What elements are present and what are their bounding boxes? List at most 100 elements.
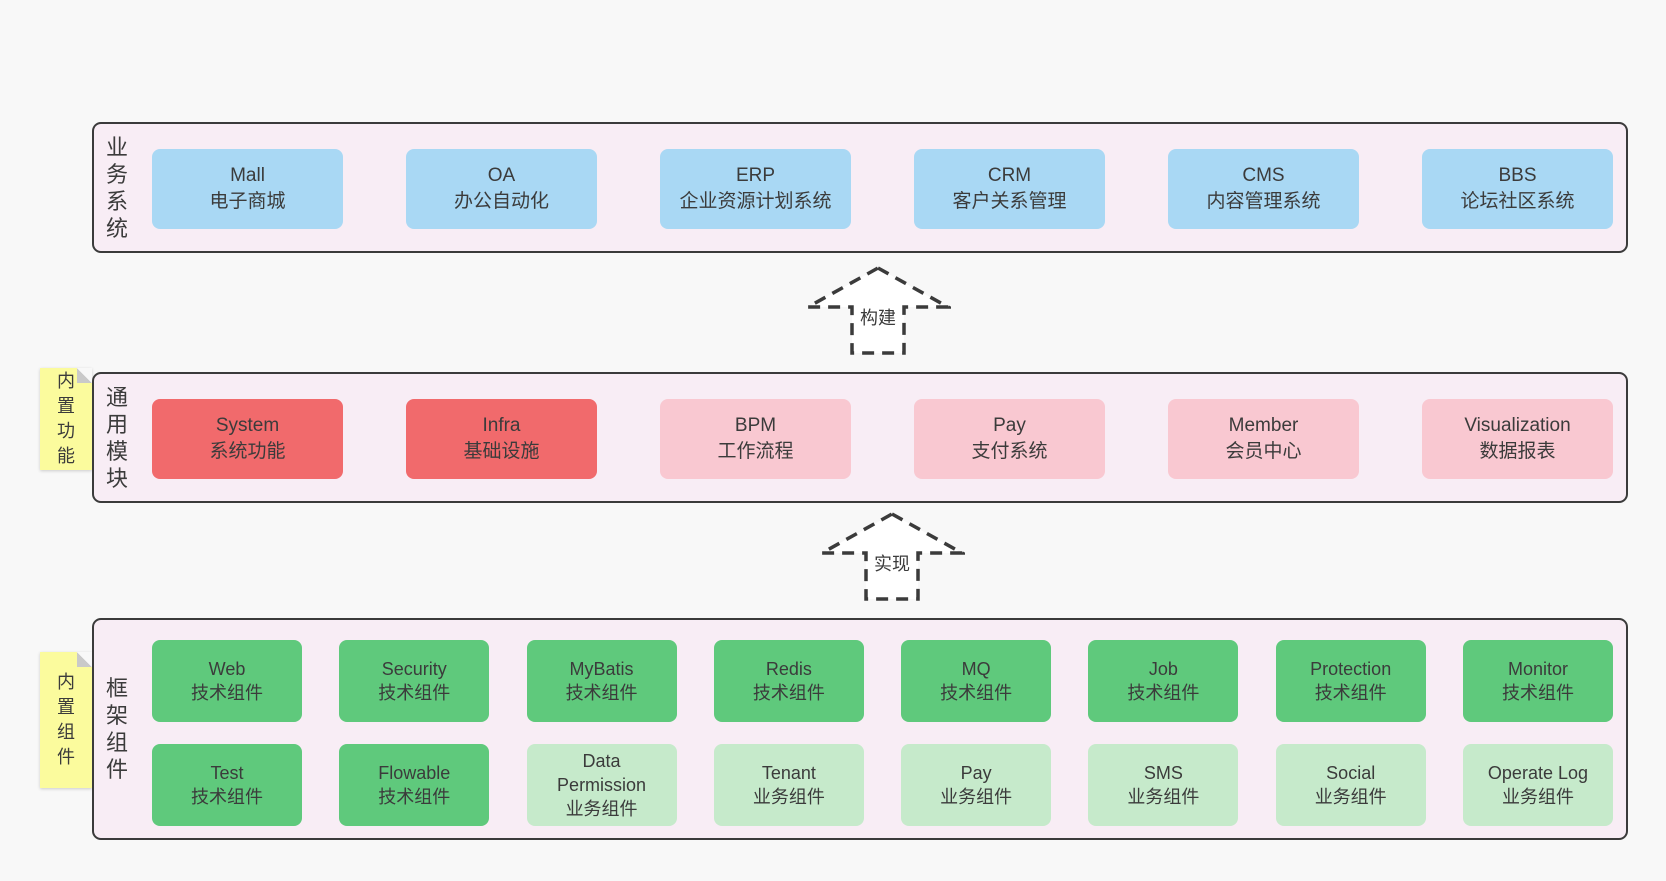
box-job: Job 技术组件 (1088, 640, 1239, 722)
layer-common-modules: 通用模块 System 系统功能 Infra 基础设施 BPM 工作流程 Pay… (92, 372, 1628, 503)
box-name: ERP (735, 165, 776, 186)
box-pay: Pay 支付系统 (914, 399, 1105, 479)
box-desc: 业务组件 (940, 787, 1013, 807)
box-security: Security 技术组件 (339, 640, 490, 722)
box-name: System (215, 415, 280, 436)
box-sms: SMS 业务组件 (1088, 744, 1239, 826)
box-desc: 业务组件 (1501, 787, 1574, 807)
box-name: Web (208, 659, 246, 679)
box-desc: 企业资源计划系统 (679, 191, 832, 212)
box-desc: 内容管理系统 (1206, 191, 1321, 212)
box-test: Test 技术组件 (152, 744, 302, 826)
box-name: Infra (482, 415, 521, 436)
box-desc: 论坛社区系统 (1460, 191, 1575, 212)
box-desc: 支付系统 (971, 441, 1048, 462)
box-data-permission: Data Permission 业务组件 (526, 744, 677, 826)
layer-framework-components: 框架组件 Web 技术组件 Security 技术组件 MyBatis 技术组件… (92, 618, 1628, 840)
box-name: MyBatis (569, 659, 634, 679)
layer-business-systems: 业务系统 Mall 电子商城 OA 办公自动化 ERP 企业资源计划系统 CRM… (92, 122, 1628, 253)
box-name: Pay (960, 763, 992, 783)
box-desc: 技术组件 (1314, 683, 1387, 703)
implement-arrow: 实现 (819, 512, 965, 602)
sticky-note-builtin-components: 内置组件 (40, 652, 92, 788)
box-cms: CMS 内容管理系统 (1168, 149, 1359, 229)
box-desc: 技术组件 (1501, 683, 1574, 703)
box-infra: Infra 基础设施 (406, 399, 597, 479)
box-monitor: Monitor 技术组件 (1462, 640, 1613, 722)
box-name: Member (1228, 415, 1299, 436)
box-protection: Protection 技术组件 (1275, 640, 1426, 722)
box-desc: 办公自动化 (453, 191, 549, 212)
box-name: Redis (765, 659, 812, 679)
box-desc: 技术组件 (565, 683, 638, 703)
box-desc: 技术组件 (191, 683, 263, 703)
box-desc: 电子商城 (209, 191, 286, 212)
box-desc: 客户关系管理 (952, 191, 1067, 212)
build-arrow-label: 构建 (857, 306, 899, 330)
box-name: Flowable (378, 763, 451, 783)
layer-business-label: 业务系统 (105, 134, 128, 241)
box-name: Tenant (761, 763, 816, 783)
box-tenant: Tenant 业务组件 (713, 744, 864, 826)
business-box-row: Mall 电子商城 OA 办公自动化 ERP 企业资源计划系统 CRM 客户关系… (152, 149, 1613, 229)
box-system: System 系统功能 (152, 399, 343, 479)
box-desc: 基础设施 (463, 441, 540, 462)
box-mq: MQ 技术组件 (901, 640, 1052, 722)
box-pay-biz: Pay 业务组件 (901, 744, 1052, 826)
box-name: BBS (1498, 165, 1537, 186)
box-redis: Redis 技术组件 (713, 640, 864, 722)
box-desc: 技术组件 (940, 683, 1013, 703)
box-name: Operate Log (1487, 763, 1588, 783)
box-desc: 会员中心 (1225, 441, 1302, 462)
box-crm: CRM 客户关系管理 (914, 149, 1105, 229)
box-desc: 技术组件 (1127, 683, 1200, 703)
box-bbs: BBS 论坛社区系统 (1422, 149, 1613, 229)
box-name: Pay (993, 415, 1026, 436)
build-arrow: 构建 (805, 266, 951, 356)
box-visualization: Visualization 数据报表 (1422, 399, 1613, 479)
box-name: Protection (1310, 659, 1392, 679)
box-name: Data Permission (557, 751, 647, 795)
sticky-fold-corner-icon (77, 368, 92, 383)
modules-box-row: System 系统功能 Infra 基础设施 BPM 工作流程 Pay 支付系统… (152, 399, 1613, 479)
box-name: CRM (987, 165, 1032, 186)
box-desc: 技术组件 (378, 787, 451, 807)
box-bpm: BPM 工作流程 (660, 399, 851, 479)
box-web: Web 技术组件 (152, 640, 302, 722)
box-name: MQ (961, 659, 991, 679)
box-operate-log: Operate Log 业务组件 (1462, 744, 1613, 826)
box-oa: OA 办公自动化 (406, 149, 597, 229)
box-desc: 工作流程 (717, 441, 794, 462)
box-desc: 业务组件 (1314, 787, 1387, 807)
box-name: BPM (734, 415, 777, 436)
box-desc: 业务组件 (1127, 787, 1200, 807)
sticky-note-builtin-functions: 内置功能 (40, 368, 92, 470)
box-flowable: Flowable 技术组件 (339, 744, 490, 826)
box-desc: 业务组件 (752, 787, 825, 807)
box-mall: Mall 电子商城 (152, 149, 343, 229)
box-name: SMS (1143, 763, 1183, 783)
box-name: Social (1326, 763, 1376, 783)
box-name: Test (210, 763, 244, 783)
box-desc: 系统功能 (209, 441, 286, 462)
implement-arrow-label: 实现 (871, 552, 913, 576)
components-box-row-1: Web 技术组件 Security 技术组件 MyBatis 技术组件 Redi… (152, 640, 1613, 722)
box-name: CMS (1242, 165, 1285, 186)
sticky-fold-corner-icon (77, 652, 92, 667)
box-desc: 技术组件 (752, 683, 825, 703)
box-name: OA (487, 165, 516, 186)
box-mybatis: MyBatis 技术组件 (526, 640, 677, 722)
components-box-row-2: Test 技术组件 Flowable 技术组件 Data Permission … (152, 744, 1613, 826)
box-member: Member 会员中心 (1168, 399, 1359, 479)
box-desc: 技术组件 (378, 683, 451, 703)
layer-components-label: 框架组件 (105, 676, 128, 782)
box-name: Monitor (1507, 659, 1568, 679)
box-desc: 技术组件 (191, 787, 263, 807)
box-name: Security (381, 659, 447, 679)
box-erp: ERP 企业资源计划系统 (660, 149, 851, 229)
layer-modules-label: 通用模块 (105, 384, 128, 491)
box-desc: 业务组件 (565, 799, 638, 819)
box-name: Job (1148, 659, 1178, 679)
box-name: Mall (230, 165, 265, 186)
